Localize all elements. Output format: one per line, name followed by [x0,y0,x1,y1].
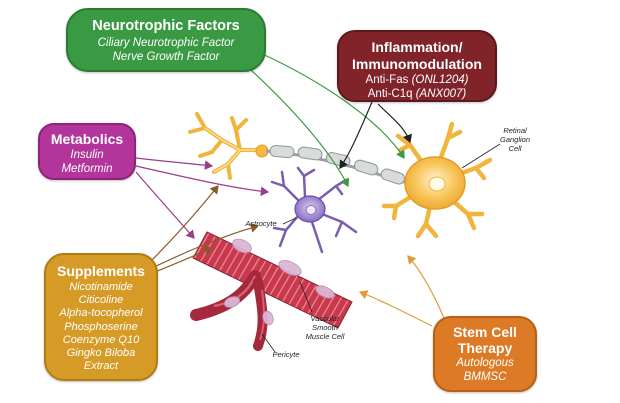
retinal-ganglion-cell-label: Retinal Ganglion Cell [492,126,538,153]
inflammation-item: Anti-Fas (ONL1204) [339,73,495,87]
inflammation-item-code: (ONL1204) [411,74,469,86]
metabolics-item: Metformin [61,163,113,175]
inflammation-item-code: (ANX007) [415,88,467,100]
stem-cell-item: Autologous [456,357,514,369]
stem-cell-title-line1: Stem Cell [453,324,517,340]
neurotrophic-factors-box: Neurotrophic Factors Ciliary Neurotrophi… [66,8,266,72]
neurotrophic-title: Neurotrophic Factors [92,18,240,34]
rgc-dendrites [381,121,493,239]
supplements-item: Citicoline [78,294,124,307]
rgc-nucleus [428,176,446,192]
vsmc-label-line: Vascular [310,314,340,323]
metabolics-box: Metabolics Insulin Metformin [38,123,136,180]
inflammation-box: Inflammation/ Immunomodulation Anti-Fas … [337,30,497,102]
inflammation-title-line2: Immunomodulation [352,56,482,72]
inflammation-item-name: Anti-C1q [367,88,413,100]
pericyte-label: Pericyte [272,350,300,359]
vsmc-label-line: Muscle Cell [305,332,345,341]
arrows [135,51,445,327]
rgc-label-line: Ganglion [499,135,531,144]
rgc-label-line: Cell [508,144,522,153]
supplements-item: Gingko Biloba [66,347,136,360]
vsmc-label-line: Smooth [312,323,338,332]
blood-vessel [190,231,353,353]
rgc-left-dendrites [188,112,264,180]
inflammation-item-name: Anti-Fas [365,74,409,86]
supplements-box: Supplements Nicotinamide Citicoline Alph… [44,253,158,381]
supplements-item: Nicotinamide [69,281,133,293]
rgc-label-line: Retinal [503,126,527,135]
astrocyte-label: Astrocyte [245,219,277,228]
supplements-item: Coenzyme Q10 [62,333,140,346]
metabolics-item: Insulin [70,149,104,161]
vascular-smooth-muscle-cell-label: Vascular Smooth Muscle Cell [300,314,350,341]
supplements-title: Supplements [57,263,145,279]
astrocyte [270,166,358,254]
stem-cell-item: BMMSC [463,371,507,383]
rgc-left-dendrite-highlight [204,127,262,173]
supplements-item: Alpha-tocopherol [59,307,143,320]
neurotrophic-item: Nerve Growth Factor [112,51,220,63]
supplements-item: Phosphoserine [64,320,138,333]
metabolics-title: Metabolics [50,131,124,147]
inflammation-item: Anti-C1q (ANX007) [339,87,495,101]
stem-cell-therapy-box: Stem Cell Therapy Autologous BMMSC [433,316,537,392]
neurotrophic-item: Ciliary Neurotrophic Factor [97,37,235,49]
supplements-item: Extract [83,360,119,373]
rgc-label-leader [461,143,501,169]
inflammation-title-line1: Inflammation/ [371,39,463,55]
stem-cell-title-line2: Therapy [457,340,513,356]
